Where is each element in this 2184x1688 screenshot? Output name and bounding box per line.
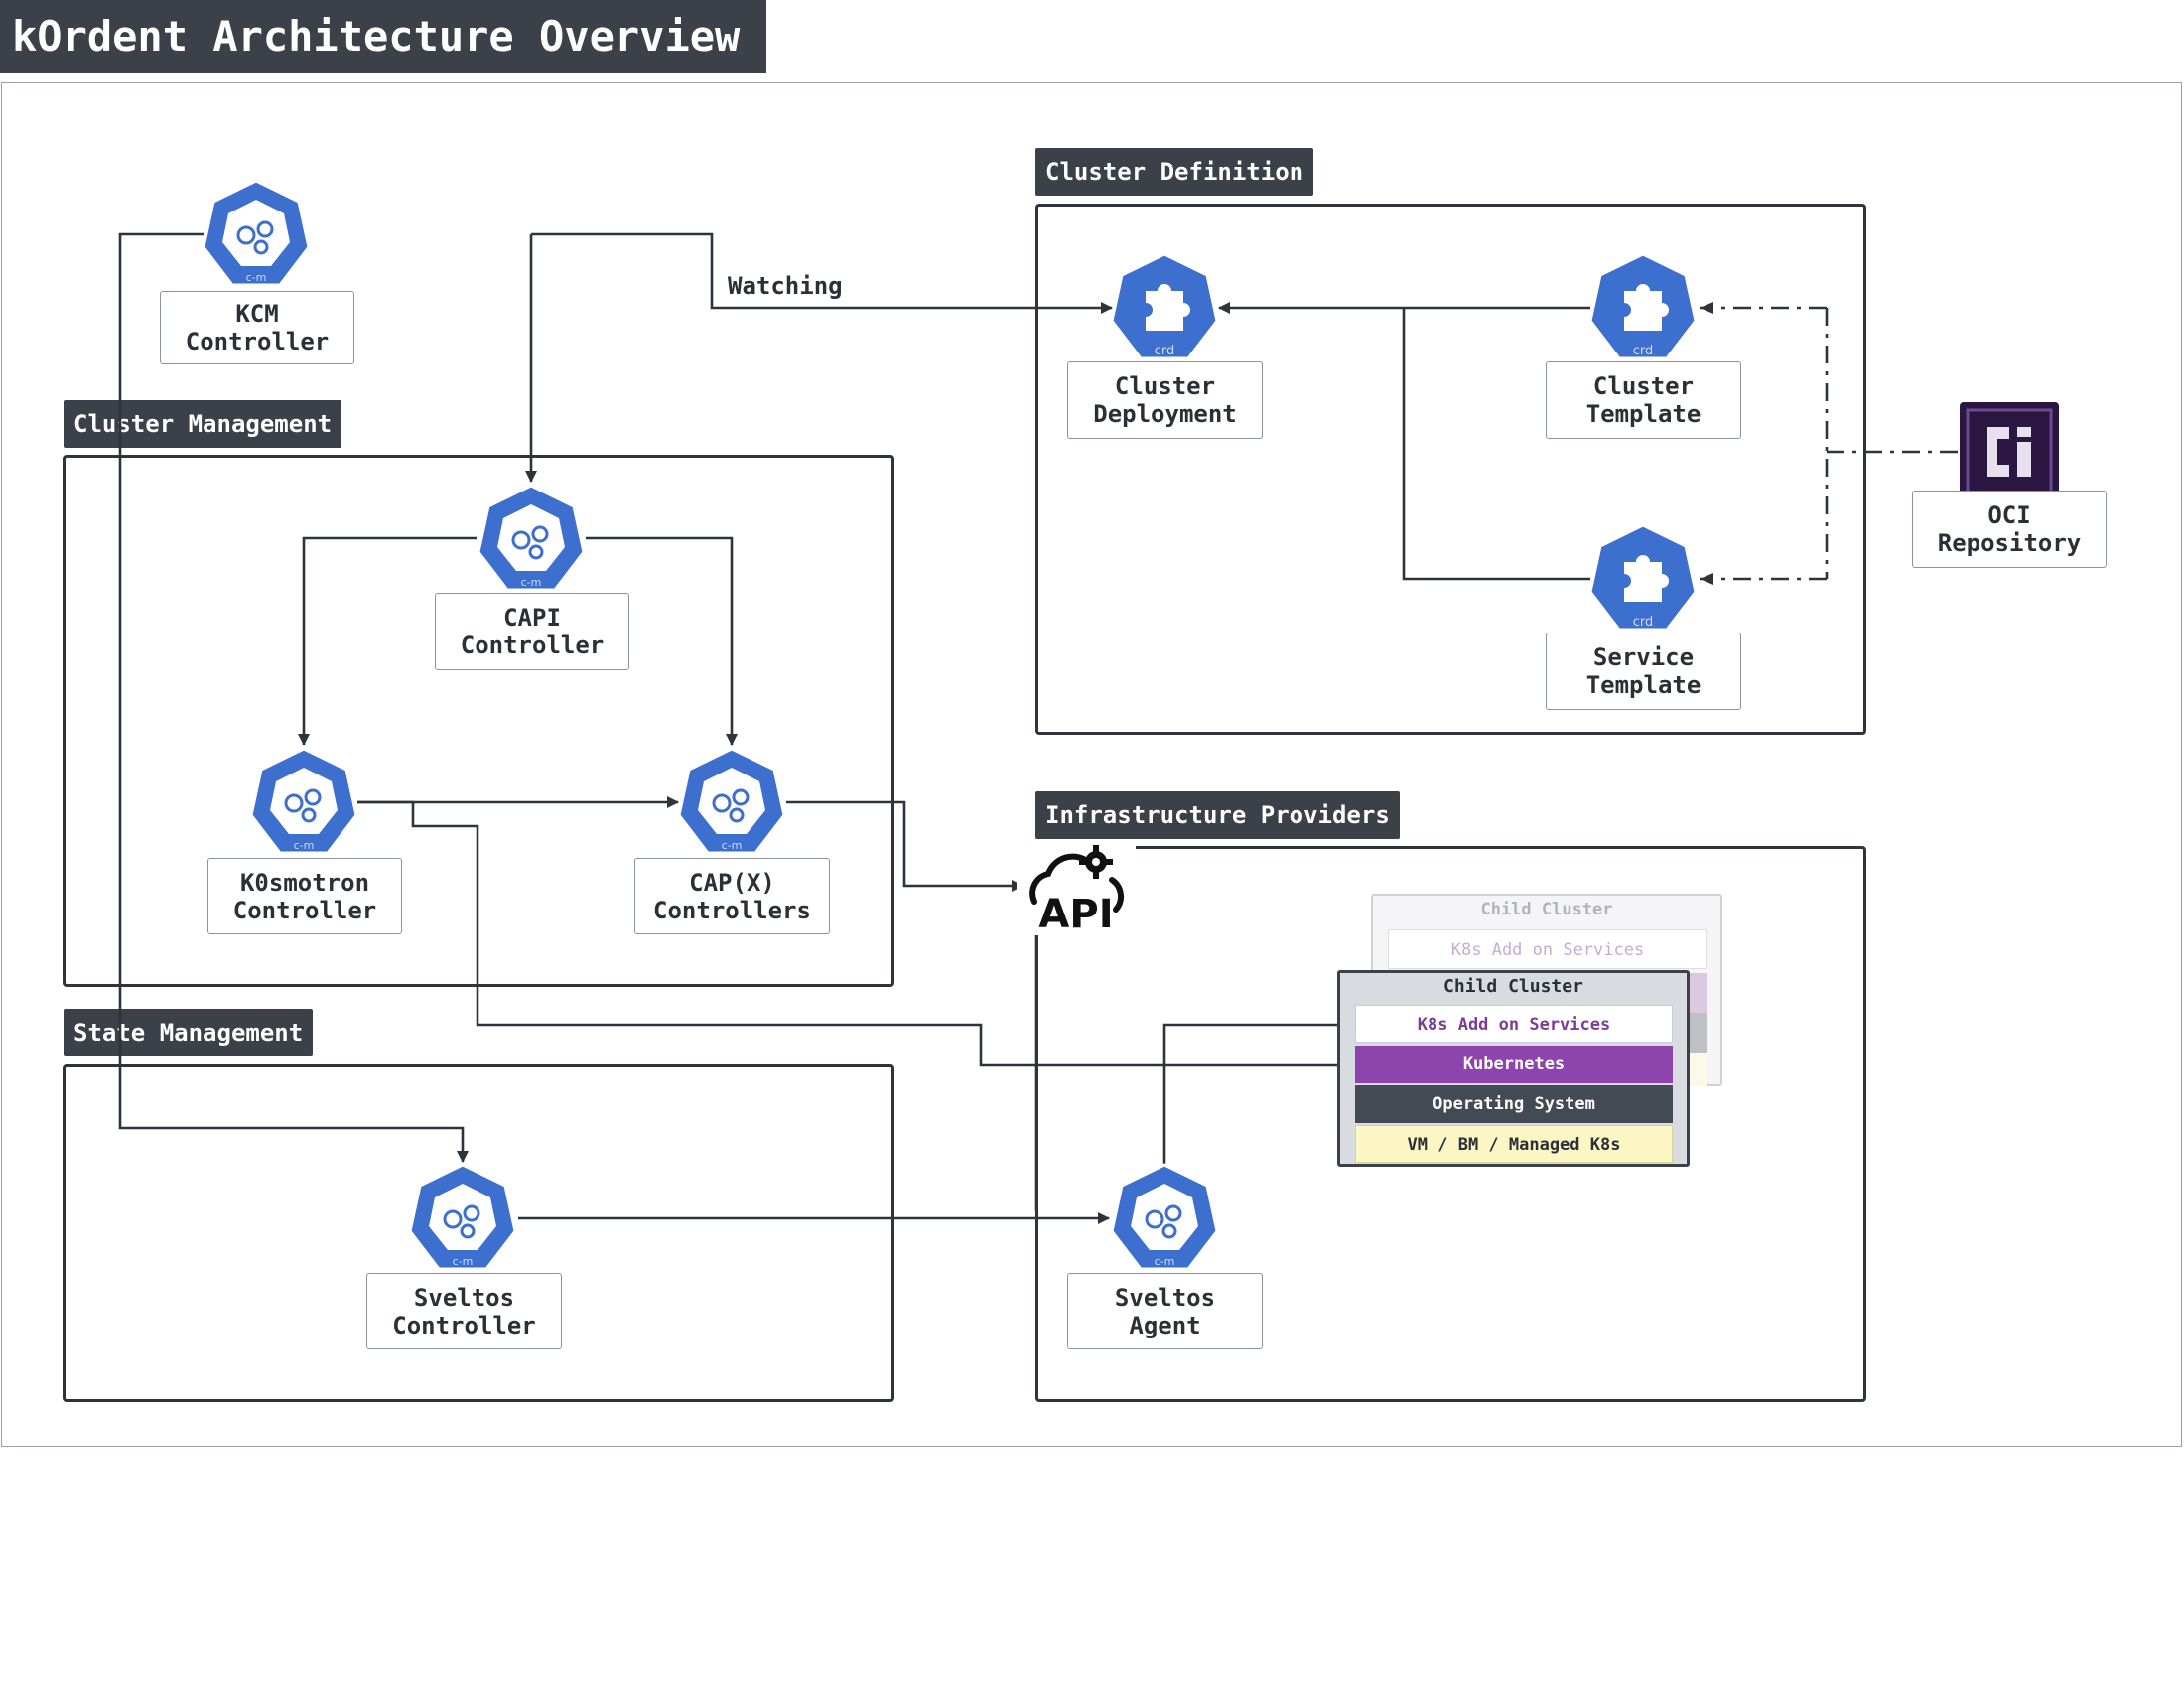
child-cluster-back-addons: K8s Add on Services — [1388, 929, 1707, 969]
diagram-frame — [1, 82, 2182, 1447]
section-state-management — [63, 1064, 894, 1402]
edge-oci-to-templates — [1700, 306, 1958, 581]
node-sveltos-agent-line1: Sveltos — [1114, 1283, 1216, 1312]
node-service-template[interactable]: Service Template — [1546, 633, 1741, 710]
node-oci-line2: Repository — [1937, 529, 2082, 557]
edge-agent-to-addons — [1162, 1019, 1356, 1164]
page-title: kOrdent Architecture Overview — [0, 0, 766, 73]
edge-capx-to-api — [786, 800, 1024, 892]
crd-puzzle-icon: crd — [1110, 252, 1219, 360]
node-kcm-line2: Controller — [185, 328, 330, 355]
node-cluster-deployment[interactable]: Cluster Deployment — [1067, 361, 1263, 439]
node-cluster-template[interactable]: Cluster Template — [1546, 361, 1741, 439]
layer-vm-bm-managed-k8s[interactable]: VM / BM / Managed K8s — [1355, 1125, 1673, 1163]
svg-text:c-m: c-m — [722, 839, 743, 852]
node-cluster-template-line1: Cluster — [1592, 372, 1695, 400]
oci-logo-icon — [1960, 402, 2059, 501]
crd-puzzle-icon: crd — [1588, 523, 1698, 632]
edge-label-watching: Watching — [728, 272, 843, 300]
section-tag-cluster-management: Cluster Management — [64, 400, 342, 448]
node-kcm-controller[interactable]: KCM Controller — [160, 291, 354, 364]
node-sveltos-controller-line2: Controller — [392, 1311, 536, 1339]
node-k0smotron-line2: Controller — [232, 896, 377, 924]
node-capx-line1: CAP(X) — [689, 868, 775, 897]
node-service-template-line1: Service — [1592, 643, 1695, 671]
node-capx-controllers[interactable]: CAP(X) Controllers — [634, 858, 830, 934]
layer-operating-system[interactable]: Operating System — [1355, 1085, 1673, 1123]
edge-kcm-to-sveltos-controller — [118, 232, 469, 1163]
node-cluster-deployment-line1: Cluster — [1114, 372, 1216, 400]
child-cluster[interactable]: Child Cluster K8s Add on Services Kubern… — [1337, 970, 1690, 1167]
node-k0smotron-controller[interactable]: K0smotron Controller — [207, 858, 402, 934]
controller-manager-icon: c-m — [477, 484, 586, 592]
edge-capi-to-capx — [586, 536, 738, 746]
svg-text:crd: crd — [1633, 344, 1654, 358]
node-capi-line2: Controller — [460, 632, 605, 659]
section-cluster-definition — [1035, 204, 1866, 735]
svg-text:c-m: c-m — [521, 576, 542, 589]
node-sveltos-agent-line2: Agent — [1129, 1311, 1201, 1339]
node-k0smotron-line1: K0smotron — [239, 868, 370, 897]
edge-kcm-watching-cluster-deployment — [531, 232, 1113, 314]
controller-manager-icon: c-m — [249, 747, 358, 855]
node-oci-repository[interactable]: OCI Repository — [1912, 491, 2107, 568]
controller-manager-icon: c-m — [677, 747, 786, 855]
crd-puzzle-icon: crd — [1588, 252, 1698, 360]
edge-templates-to-cluster-deployment — [1219, 308, 1590, 581]
node-sveltos-controller-line1: Sveltos — [413, 1283, 515, 1312]
node-cluster-template-line2: Template — [1585, 400, 1702, 428]
child-cluster-back-header: Child Cluster — [1480, 900, 1613, 919]
section-tag-infrastructure-providers: Infrastructure Providers — [1035, 791, 1400, 839]
node-kcm-line1: KCM — [235, 300, 279, 328]
node-capx-line2: Controllers — [653, 896, 811, 924]
svg-text:crd: crd — [1633, 615, 1654, 630]
svg-text:c-m: c-m — [453, 1255, 474, 1268]
node-sveltos-controller[interactable]: Sveltos Controller — [366, 1273, 562, 1349]
node-service-template-line2: Template — [1585, 671, 1702, 699]
node-capi-line1: CAPI — [503, 604, 561, 632]
section-tag-cluster-definition: Cluster Definition — [1035, 148, 1314, 196]
svg-text:crd: crd — [1155, 344, 1175, 358]
layer-kubernetes[interactable]: Kubernetes — [1355, 1046, 1673, 1083]
svg-text:c-m: c-m — [246, 271, 267, 284]
section-tag-state-management: State Management — [64, 1009, 314, 1056]
api-cloud-icon[interactable]: API — [1017, 840, 1136, 935]
node-oci-line1: OCI — [1987, 501, 2031, 529]
node-cluster-deployment-line2: Deployment — [1093, 400, 1237, 428]
edge-k0smotron-to-kubernetes — [357, 800, 1356, 1071]
api-text: API — [1038, 892, 1113, 935]
controller-manager-icon: c-m — [202, 179, 311, 287]
controller-manager-icon: c-m — [408, 1163, 517, 1271]
svg-text:c-m: c-m — [1155, 1255, 1175, 1268]
node-sveltos-agent[interactable]: Sveltos Agent — [1067, 1273, 1263, 1349]
svg-text:c-m: c-m — [294, 839, 315, 852]
child-cluster-header: Child Cluster — [1443, 976, 1583, 997]
node-capi-controller[interactable]: CAPI Controller — [435, 593, 629, 670]
controller-manager-icon: c-m — [1110, 1163, 1219, 1271]
layer-k8s-addons[interactable]: K8s Add on Services — [1355, 1005, 1673, 1043]
edge-capi-to-k0smotron — [298, 536, 477, 746]
